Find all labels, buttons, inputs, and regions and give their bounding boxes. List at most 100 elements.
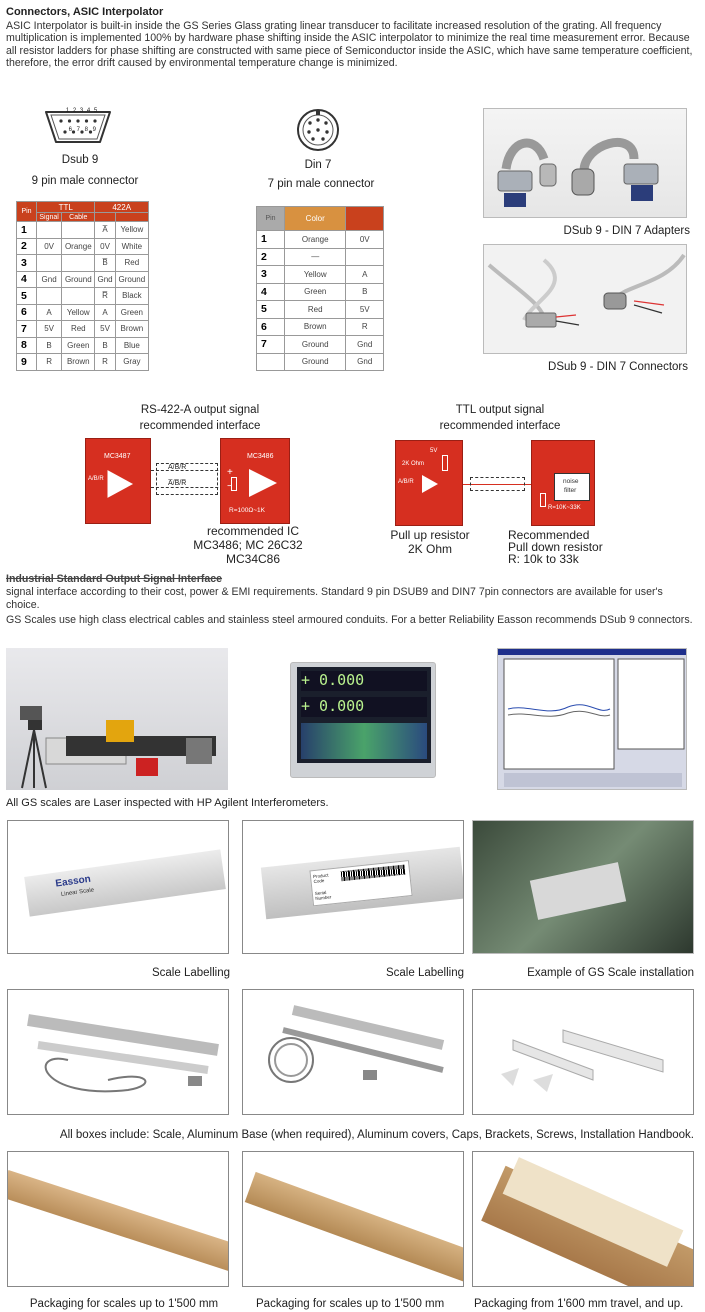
minus-sign: − <box>227 481 233 492</box>
table-cell <box>35 254 63 272</box>
table-cell: 0V <box>345 230 384 249</box>
ttl-rec1: Recommended <box>508 528 590 542</box>
gallery-cap-1: Scale Labelling <box>151 967 230 979</box>
col-pin: Pin <box>16 201 37 222</box>
easson-brand: Easson <box>54 873 92 890</box>
packaging-photo-3 <box>472 1151 694 1287</box>
ttl-title-1: TTL output signal <box>455 404 545 416</box>
table-cell <box>345 247 384 266</box>
section-title: Industrial Standard Output Signal Interf… <box>6 573 223 585</box>
rs422-sig-top: A/B/R <box>168 464 187 471</box>
pack-cap-3: Packaging from 1'600 mm travel, and up. <box>474 1298 684 1310</box>
connectors-caption: DSub 9 - DIN 7 Connectors <box>548 361 688 373</box>
table-cell: B <box>345 282 384 301</box>
section-text-1: signal interface according to their cost… <box>6 586 663 611</box>
table-cell: 5V <box>94 320 116 338</box>
table-cell: 0V <box>94 237 116 255</box>
table-cell: 7 <box>256 335 285 354</box>
table-cell: Ground <box>283 352 347 371</box>
intro-paragraph: ASIC Interpolator is built-in inside the… <box>6 20 693 70</box>
ttl-rec2: Pull down resistor <box>508 540 603 554</box>
inspection-caption: All GS scales are Laser inspected with H… <box>6 797 329 809</box>
box-contents-photo-3 <box>472 989 694 1115</box>
ttl-driver-block: 5V 2K Ohm A/B/R <box>395 440 463 526</box>
scale-label-photo-1: Easson Linear Scale <box>7 820 229 954</box>
table-cell: Gnd <box>345 352 384 371</box>
adapters-photo <box>483 108 687 218</box>
table-cell: 2 <box>256 247 285 266</box>
table-cell <box>35 287 63 305</box>
table-cell: Yellow <box>61 303 96 321</box>
table-cell: 5V <box>345 300 384 319</box>
ttl-title-2: recommended interface <box>439 420 561 432</box>
table-cell: Ground <box>61 270 96 288</box>
ttl-res-label: R=10K~33K <box>548 505 581 511</box>
filter-label: filter <box>564 487 577 494</box>
boxes-caption: All boxes include: Scale, Aluminum Base … <box>59 1129 694 1141</box>
pack-cap-2: Packaging for scales up to 1'500 mm <box>256 1298 445 1310</box>
dsub9-connector-icon <box>42 108 114 146</box>
table-cell: Yellow <box>283 265 347 284</box>
ttl-2k: 2K Ohm <box>402 461 425 467</box>
rs422-receiver-block: MC3486 + − R=100Ω~1K <box>220 438 290 524</box>
table-cell: Green <box>61 336 96 354</box>
rs422-rec2: MC3486; MC 26C32 <box>193 538 303 552</box>
table-cell: Blue <box>114 336 150 354</box>
col-cable: Cable <box>61 212 96 222</box>
interferometer-software-photo <box>497 648 687 790</box>
table-cell: Red <box>61 320 96 338</box>
dsub9-pin-numbers-top: 1 2 3 4 5 <box>65 108 99 114</box>
table-cell: Black <box>114 287 150 305</box>
table-cell: Gray <box>114 353 150 371</box>
table-cell: 0V <box>35 237 63 255</box>
table-cell: 5V <box>35 320 63 338</box>
dro-line-1: + 0.000 <box>301 671 427 691</box>
scale-label-photo-2: Product Code Serial Number <box>242 820 464 954</box>
table-cell: A <box>345 265 384 284</box>
table-cell: — <box>283 247 347 266</box>
table-cell: 7 <box>16 320 37 338</box>
dsub9-desc: 9 pin male connector <box>31 175 139 187</box>
connectors-photo <box>483 244 687 354</box>
table-cell: 4 <box>16 270 37 288</box>
noise-label: noise <box>563 478 579 485</box>
din7-connector-icon <box>296 108 340 152</box>
table-cell: 6 <box>16 303 37 321</box>
col-422a: 422A <box>94 201 149 213</box>
table-cell <box>256 352 285 371</box>
laser-inspection-photo <box>6 648 228 790</box>
table-cell: B <box>94 336 116 354</box>
rs422-cable-dash-box <box>156 463 218 495</box>
table-cell: Gnd <box>35 270 63 288</box>
din7-desc: 7 pin male connector <box>267 178 375 190</box>
table-cell: 4 <box>256 282 285 301</box>
col-ttl: TTL <box>35 201 96 213</box>
table-cell: Ground <box>114 270 150 288</box>
rs422-line-bot <box>151 487 233 488</box>
col-pin: Pin <box>256 206 285 231</box>
box-contents-photo-2 <box>242 989 464 1115</box>
table-cell: White <box>114 237 150 255</box>
table-cell: 8 <box>16 336 37 354</box>
ttl-pull1: Pull up resistor <box>390 528 470 542</box>
rs422-rec3: MC34C86 <box>225 552 281 566</box>
rs422-res-label: R=100Ω~1K <box>229 507 265 514</box>
table-cell: Ground <box>283 335 347 354</box>
product-code-label: Product Code <box>312 872 329 885</box>
rs422-driver-block: MC3487 A/B/R <box>85 438 151 524</box>
table-cell: 3 <box>16 254 37 272</box>
table-cell: 6 <box>256 317 285 336</box>
rs422-line-top <box>151 470 233 471</box>
table-cell: Brown <box>283 317 347 336</box>
table-cell: B̅ <box>94 254 116 272</box>
table-cell: Gnd <box>94 270 116 288</box>
